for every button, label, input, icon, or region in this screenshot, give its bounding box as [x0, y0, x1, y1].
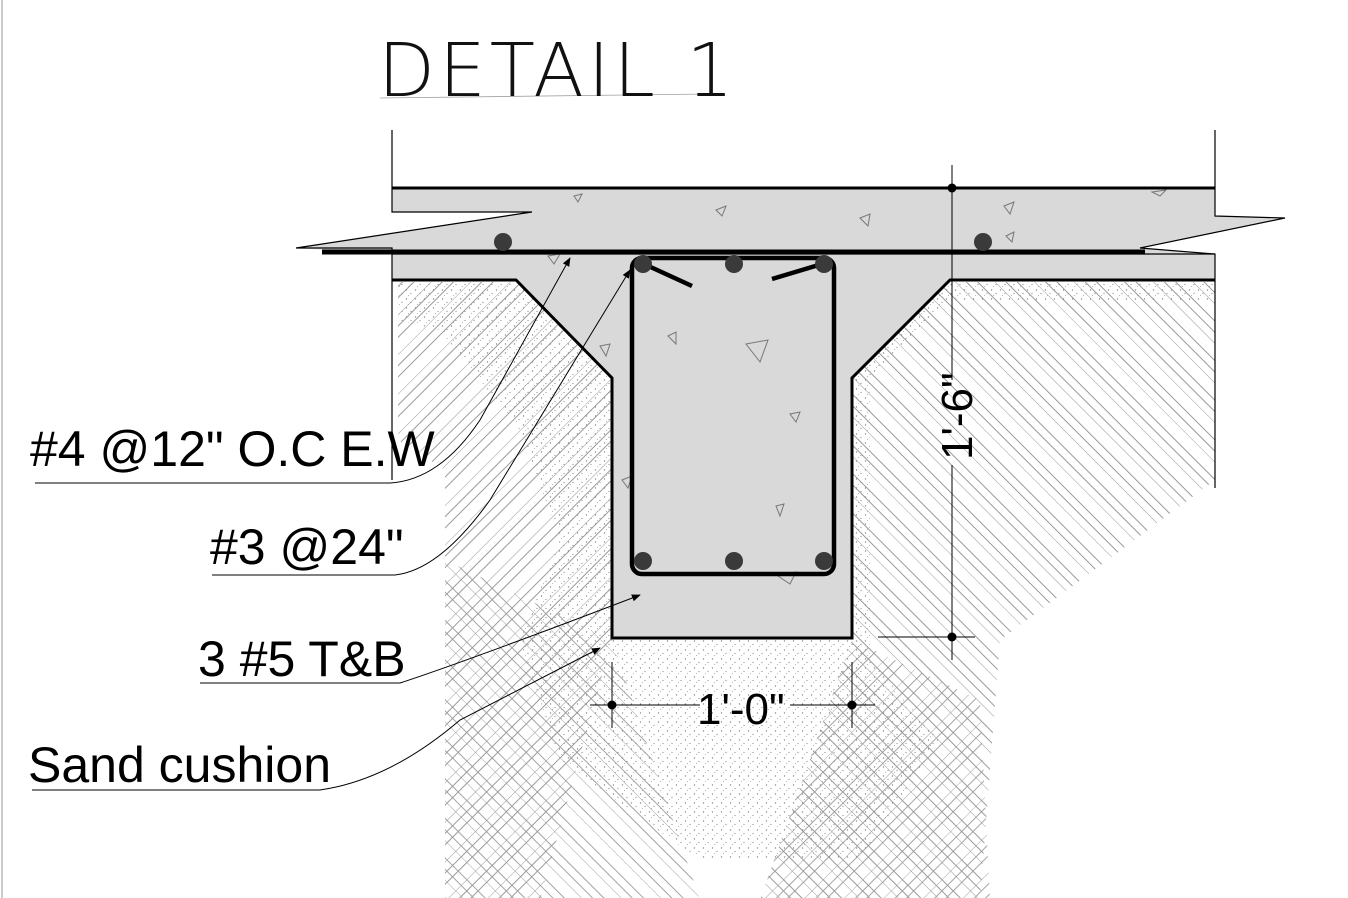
label-sand-cushion: Sand cushion	[28, 737, 331, 793]
sand-cushion	[398, 282, 1215, 860]
detail-title: DETAIL 1	[378, 28, 737, 114]
slab-bar	[494, 233, 512, 251]
label-stirrups: #3 @24"	[210, 519, 404, 575]
bottom-bar	[815, 552, 833, 570]
dimension-lines	[590, 165, 975, 728]
label-main-bars: 3 #5 T&B	[198, 631, 406, 687]
bottom-bar	[725, 552, 743, 570]
bottom-bar	[634, 552, 652, 570]
dimension-width: 1'-0"	[697, 685, 785, 734]
top-bar	[815, 255, 833, 273]
top-bar	[725, 255, 743, 273]
leaders	[32, 257, 641, 791]
top-bar	[634, 255, 652, 273]
title-stroke	[379, 93, 711, 99]
slab-bar	[974, 233, 992, 251]
dimension-depth: 1'-6"	[933, 372, 982, 460]
reinforcement	[322, 233, 1145, 577]
label-top-reinforcement: #4 @12" O.C E.W	[30, 421, 436, 477]
